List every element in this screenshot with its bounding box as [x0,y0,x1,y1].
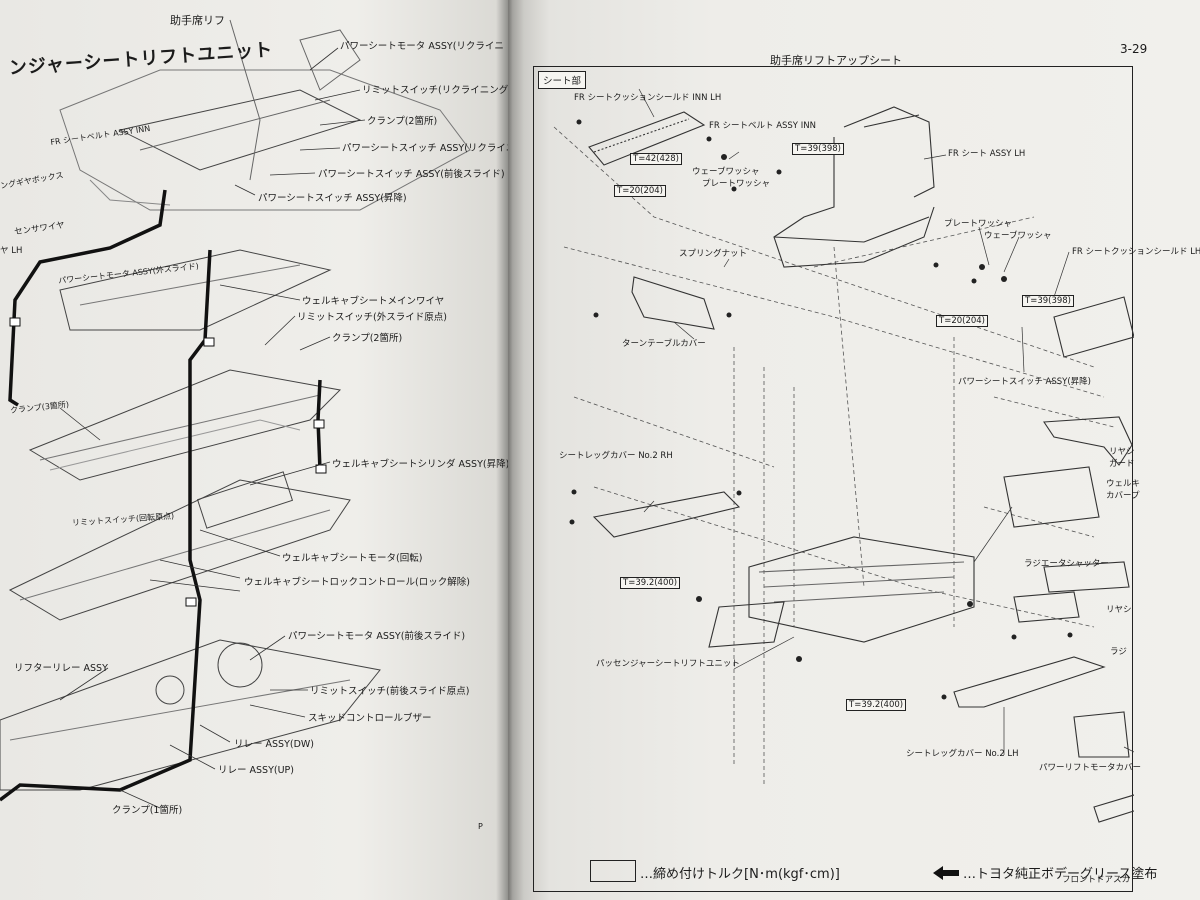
torque-box: T=20(204) [936,315,988,327]
part-label: シートレッグカバー No.2 RH [559,451,673,461]
part-label: リレー ASSY(DW) [234,739,315,750]
part-label: パワーシートスイッチ ASSY(前後スライド) [318,169,505,180]
exploded-view-frame: シート部 FR シートクッションシールド INN LH FR シートベルト AS… [533,66,1200,892]
part-label: ウェーブワッシャ [692,167,760,177]
grease-legend-text: …トヨタ純正ボデーグリース塗布 [963,867,1158,882]
part-label: パワーシートスイッチ ASSY(リクライニング [342,143,508,154]
part-label: ウェルキャブシートメインワイヤ [302,296,445,307]
part-label: リミットスイッチ(前後スライド原点) [310,686,470,697]
part-label: ウェルキャブシートシリンダ ASSY(昇降) [332,459,508,470]
page-number: 3-29 [1120,42,1148,56]
part-label: FR シートクッションシールド LH [1072,247,1200,257]
torque-box: T=39.2(400) [846,699,907,711]
part-label: リレー ASSY(UP) [218,765,294,776]
part-label: スキッドコントロールブザー [308,713,432,724]
right-manual-page: 助手席リフトアップシート 3-29 [508,0,1200,900]
exploded-view-illustration [553,88,1134,823]
part-label: リミットスイッチ(リクライニング原点) [362,85,508,96]
part-label: ウェーブワッシャ [984,231,1052,241]
part-label: ウェルキャブシートロックコントロール(ロック解除) [244,577,470,588]
part-label: ヤ LH [0,246,23,256]
part-label-cropped: リヤシ [1106,605,1132,615]
right-page-header: 助手席リフトアップシート [770,54,902,67]
part-label: ターンテーブルカバー [622,339,706,349]
torque-box: T=39(398) [1022,295,1074,307]
page-mark: P [478,822,483,831]
part-label: プレートワッシャ [944,219,1013,229]
part-label: パワーシートモータ ASSY(前後スライド) [288,631,466,642]
part-label: パワーシートモータ ASSY(リクライニ [340,41,504,52]
part-label: スプリングナット [679,249,748,259]
part-label: パワーシートスイッチ ASSY(昇降) [258,193,407,204]
part-label: リミットスイッチ(外スライド原点) [297,312,447,323]
torque-box: T=39.2(400) [620,577,681,589]
torque-box: T=42(428) [630,153,682,165]
torque-legend-text: …締め付けトルク[N･m(kgf･cm)] [640,867,840,882]
part-label: パワーリフトモータカバー [1039,763,1142,773]
part-label-cropped: ウェルキ [1106,479,1141,489]
part-label: クランプ(2箇所) [367,116,438,127]
torque-box: T=20(204) [614,185,666,197]
torque-legend-box [590,860,636,882]
part-label: ラジエータシャッター [1024,559,1109,569]
part-label-cropped: フロントドアスカ [1062,875,1131,885]
part-label: プレートワッシャ [702,179,771,189]
torque-box: T=39(398) [792,143,844,155]
part-label-cropped: ラジ [1110,647,1127,657]
part-label: パッセンジャーシートリフトユニット [596,659,740,669]
part-label: FR シート ASSY LH [948,149,1026,159]
book-spine-shadow [496,0,524,900]
grease-arrow-icon [933,866,959,880]
part-label: シートレッグカバー No.2 LH [906,749,1019,759]
left-page-header: 助手席リフ [170,14,225,27]
wiring-diagram-illustration [0,19,471,809]
section-tag: シート部 [538,71,587,89]
part-label: リフターリレー ASSY [14,663,108,674]
left-manual-page: 助手席リフ ンジャーシートリフトユニット パワーシートモータ ASSY(リクライ… [0,0,508,900]
part-label-cropped: カバープ [1106,491,1140,501]
part-label: パワーシートスイッチ ASSY(昇降) [958,377,1091,387]
part-label: FR シートベルト ASSY INN [709,121,816,131]
part-label: FR シートクッションシールド INN LH [574,93,722,103]
part-label-cropped: ガード [1109,459,1135,469]
part-label: クランプ(2箇所) [332,333,403,344]
part-label-cropped: リヤシ [1109,447,1135,457]
part-label: クランプ(1箇所) [112,805,183,816]
part-label: ウェルキャブシートモータ(回転) [282,553,423,564]
